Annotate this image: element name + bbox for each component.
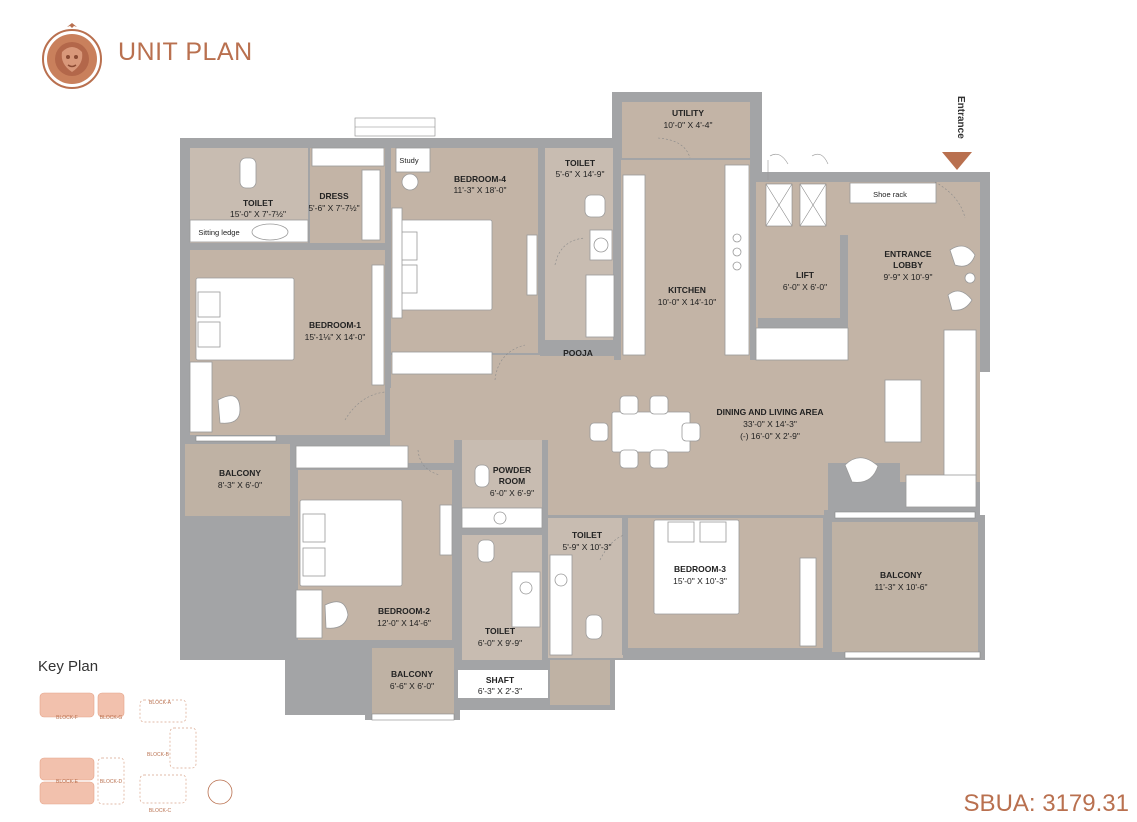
dims-toilet-mid: 5'-9" X 10'-3" (563, 542, 612, 552)
label-toilet-mid: TOILET (572, 530, 603, 540)
sbua-area: SBUA: 3179.31 (963, 790, 1129, 817)
label-shaft: SHAFT (486, 675, 515, 685)
brand-logo-icon (42, 23, 102, 89)
entrance-label: Entrance (955, 96, 966, 139)
dims-bedroom4: 11'-3" X 18'-0" (453, 185, 506, 195)
label-toilet-master: TOILET (243, 198, 274, 208)
label-dress: DRESS (319, 191, 349, 201)
dims-toilet-top: 5'-6" X 14'-9" (556, 169, 605, 179)
key-block-c: BLOCK-C (149, 808, 172, 814)
label-balcony-right: BALCONY (880, 570, 922, 580)
dims-dress: 5'-6" X 7'-7½" (308, 203, 359, 213)
label-bedroom3: BEDROOM-3 (674, 564, 726, 574)
key-block-f: BLOCK-F (56, 715, 78, 721)
label-utility: UTILITY (672, 108, 704, 118)
dims-balcony-right: 11'-3" X 10'-6" (874, 582, 927, 592)
dims-dining-living: 33'-0" X 14'-3" (743, 419, 797, 429)
key-plan-title: Key Plan (38, 658, 99, 675)
label-powder-room-2: ROOM (499, 476, 525, 486)
label-dining-living: DINING AND LIVING AREA (716, 407, 823, 417)
label-sitting-ledge: Sitting ledge (198, 228, 239, 237)
dims-utility: 10'-0" X 4'-4" (664, 120, 713, 130)
dims-shaft: 6'-3" X 2'-3" (478, 686, 522, 696)
dims-toilet-master: 15'-0" X 7'-7½" (230, 209, 286, 219)
label-entrance-lobby-1: ENTRANCE (884, 249, 932, 259)
key-block-d: BLOCK-D (100, 779, 123, 785)
room-labels: UTILITY 10'-0" X 4'-4" TOILET 5'-6" X 14… (198, 108, 932, 696)
label-bedroom4: BEDROOM-4 (454, 174, 506, 184)
label-bedroom1: BEDROOM-1 (309, 320, 361, 330)
dims-balcony-left: 8'-3" X 6'-0" (218, 480, 262, 490)
dims-balcony-bottom: 6'-6" X 6'-0" (390, 681, 434, 691)
dims-dining-living-2: (-) 16'-0" X 2'-9" (740, 431, 800, 441)
key-plan: BLOCK-A BLOCK-F BLOCK-G BLOCK-B BLOCK-E … (39, 692, 233, 814)
page-title: UNIT PLAN (118, 38, 253, 66)
label-bedroom2: BEDROOM-2 (378, 606, 430, 616)
label-entrance-lobby-2: LOBBY (893, 260, 923, 270)
dims-bedroom1: 15'-1⅛" X 14'-0" (305, 332, 366, 342)
label-powder-room-1: POWDER (493, 465, 531, 475)
label-kitchen: KITCHEN (668, 285, 706, 295)
dims-powder-room: 6'-0" X 6'-9" (490, 488, 534, 498)
label-study: Study (399, 156, 418, 165)
door-swings (344, 137, 966, 561)
label-toilet-top: TOILET (565, 158, 596, 168)
partitions (290, 148, 848, 660)
key-block-g: BLOCK-G (100, 715, 123, 721)
label-balcony-bottom: BALCONY (391, 669, 433, 679)
label-lift: LIFT (796, 270, 815, 280)
dims-lift: 6'-0" X 6'-0" (783, 282, 827, 292)
key-block-a: BLOCK-A (149, 700, 172, 706)
furniture (189, 147, 977, 656)
dims-kitchen: 10'-0" X 14'-10" (658, 297, 716, 307)
label-toilet-low: TOILET (485, 626, 516, 636)
dims-toilet-low: 6'-0" X 9'-9" (478, 638, 522, 648)
windows (195, 117, 981, 721)
key-block-b: BLOCK-B (147, 752, 170, 758)
entrance-arrow-icon (942, 152, 972, 170)
label-balcony-left: BALCONY (219, 468, 261, 478)
dims-bedroom2: 12'-0" X 14'-6" (377, 618, 431, 628)
label-pooja: POOJA (563, 348, 593, 358)
key-block-e: BLOCK-E (56, 779, 79, 785)
label-shoe-rack: Shoe rack (873, 190, 907, 199)
lift-doors (767, 153, 829, 180)
dims-bedroom3: 15'-0" X 10'-3" (673, 576, 727, 586)
dims-entrance-lobby: 9'-9" X 10'-9" (884, 272, 933, 282)
